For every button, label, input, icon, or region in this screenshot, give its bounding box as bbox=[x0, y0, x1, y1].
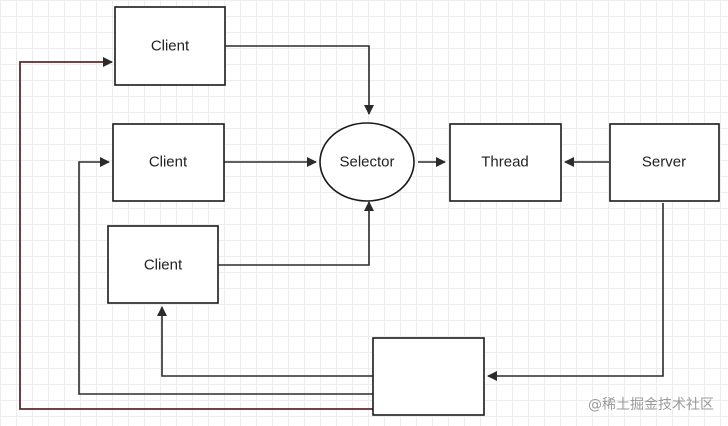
client-top-box bbox=[114, 6, 226, 86]
dispatcher-box bbox=[372, 337, 485, 416]
edge-dispatcher-to-client-bottom bbox=[157, 306, 373, 377]
edge-dispatcher-to-client-middle bbox=[78, 157, 373, 395]
server-box bbox=[609, 123, 720, 202]
thread-label: Thread bbox=[481, 154, 529, 171]
watermark: @稀土掘金技术社区 bbox=[588, 397, 714, 413]
client-middle-label: Client bbox=[149, 154, 188, 171]
thread-box bbox=[449, 123, 562, 202]
client-top-label: Client bbox=[151, 38, 190, 55]
edge-client-bottom-to-selector bbox=[218, 201, 374, 266]
client-bottom-box bbox=[107, 225, 219, 304]
server-label: Server bbox=[642, 154, 686, 171]
edge-server-to-dispatcher bbox=[487, 203, 664, 381]
client-middle-box bbox=[112, 123, 225, 202]
selector-label: Selector bbox=[339, 154, 394, 171]
edge-client-top-to-selector bbox=[225, 45, 374, 115]
edge-dispatcher-to-client-top bbox=[19, 57, 373, 410]
client-bottom-label: Client bbox=[144, 257, 183, 274]
selector-node bbox=[319, 122, 415, 202]
